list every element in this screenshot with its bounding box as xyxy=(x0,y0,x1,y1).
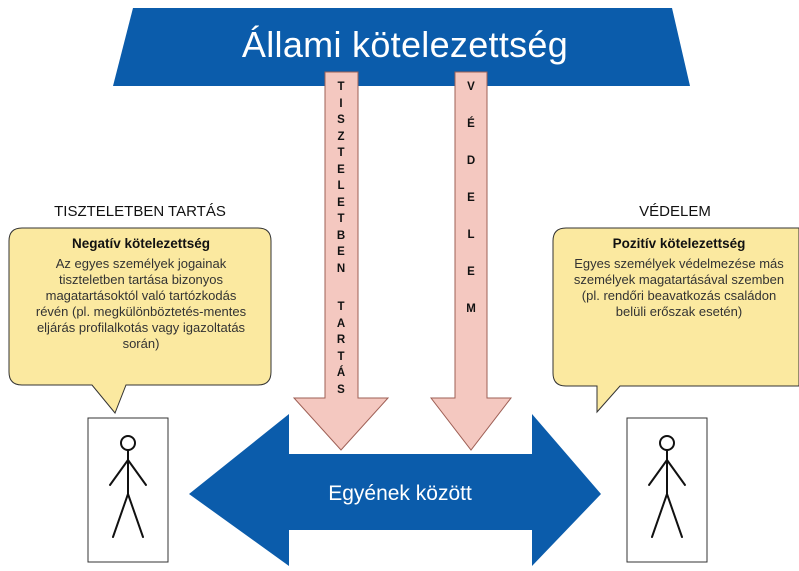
vertical-letter: E xyxy=(467,192,475,204)
right-bubble-content: Pozitív kötelezettség Egyes személyek vé… xyxy=(566,236,792,320)
vertical-letter: N xyxy=(336,262,346,275)
right-arrow-vertical-text: V É D E L E M xyxy=(460,81,482,341)
top-banner xyxy=(113,8,690,86)
vertical-letter: D xyxy=(466,155,476,167)
vertical-letter: A xyxy=(336,317,346,330)
left-heading: TISZTELETBEN TARTÁS xyxy=(54,203,226,220)
vertical-letter: E xyxy=(337,196,345,209)
vertical-letter: T xyxy=(337,301,345,313)
vertical-letter: Z xyxy=(337,130,345,143)
vertical-letter: E xyxy=(337,246,345,258)
left-bubble-content: Negatív kötelezettség Az egyes személyek… xyxy=(30,236,252,352)
banner-title: Állami kötelezettség xyxy=(241,24,569,65)
vertical-letter: T xyxy=(337,350,345,363)
vertical-letter: I xyxy=(339,97,343,110)
person-figure-icon xyxy=(648,435,686,538)
left-down-arrow xyxy=(292,71,390,451)
vertical-letter: E xyxy=(337,163,345,176)
horizontal-arrow-label: Egyének között xyxy=(328,482,472,505)
right-bubble-title: Pozitív kötelezettség xyxy=(612,236,746,251)
left-speech-bubble xyxy=(8,227,272,414)
vertical-letter: B xyxy=(336,229,346,242)
left-bubble-body: Az egyes személyek jogainak tiszteletben… xyxy=(35,256,247,351)
vertical-letter: T xyxy=(337,81,345,93)
left-bubble-title: Negatív kötelezettség xyxy=(71,236,211,251)
vertical-letter: S xyxy=(337,114,345,126)
right-bubble-body: Egyes személyek védelmezése más személye… xyxy=(573,256,785,319)
vertical-letter: M xyxy=(466,303,476,315)
right-speech-bubble xyxy=(552,227,799,414)
person-figure-icon xyxy=(109,435,147,538)
vertical-letter: É xyxy=(467,118,475,130)
vertical-letter: L xyxy=(467,229,475,241)
right-heading: VÉDELEM xyxy=(639,203,711,220)
vertical-letter: E xyxy=(467,266,475,278)
horizontal-double-arrow xyxy=(189,414,601,566)
vertical-letter: V xyxy=(467,81,475,93)
vertical-letter: L xyxy=(337,180,345,192)
right-down-arrow xyxy=(429,71,513,451)
vertical-letter: S xyxy=(337,383,345,396)
vertical-letter xyxy=(339,280,342,302)
vertical-letter: R xyxy=(336,334,346,346)
vertical-letter: T xyxy=(337,213,345,225)
vertical-letter: T xyxy=(337,147,345,159)
vertical-letter: Á xyxy=(336,367,346,379)
